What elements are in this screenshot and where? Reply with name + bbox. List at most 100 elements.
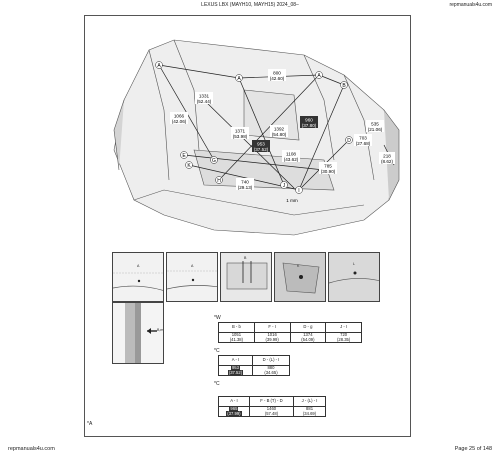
corner-mark: *A [87, 421, 93, 427]
detail-views: A A B K L [112, 252, 380, 302]
table-header: D - g [289, 322, 327, 333]
detail-tag: A [191, 264, 194, 268]
point-marker: G [210, 156, 218, 164]
table-cell: 1374(54.09) [289, 331, 327, 344]
detail-panel: A [112, 252, 164, 302]
svg-text:740: 740 [241, 180, 249, 185]
detail-panel: B [220, 252, 272, 302]
svg-text:535: 535 [371, 122, 379, 127]
table-header: J - I [325, 322, 362, 333]
table-marker: *W [214, 315, 221, 321]
svg-text:(29.13): (29.13) [238, 185, 253, 190]
svg-text:(37.52): (37.52) [254, 147, 269, 152]
dimension-label: 703(27.68) [354, 134, 372, 146]
footer-site: repmanuals4u.com [8, 446, 55, 452]
table-cell: 880(34.65) [251, 364, 291, 377]
svg-text:I: I [298, 188, 299, 194]
svg-text:1331: 1331 [199, 94, 210, 99]
svg-text:(27.68): (27.68) [356, 141, 371, 146]
svg-text:(53.98): (53.98) [233, 134, 248, 139]
page-header: LEXUS LBX (MAYH10, MAYH15) 2024_08– repm… [0, 0, 500, 10]
point-marker: A [235, 74, 243, 82]
svg-text:218: 218 [383, 154, 391, 159]
side-detail-tag: B,m [157, 328, 164, 332]
svg-text:703: 703 [359, 136, 367, 141]
svg-text:E: E [182, 153, 186, 159]
detail-panel: K [274, 252, 326, 302]
page-number: Page 25 of 148 [454, 446, 492, 452]
table-cell: 1016(39.99) [253, 331, 291, 344]
svg-text:A: A [237, 76, 241, 82]
table-cell: 1051(41.38) [218, 331, 255, 344]
table-cell: 881(34.69) [293, 405, 326, 418]
table-cell: 953(37.52) [218, 364, 253, 377]
svg-text:(54.80): (54.80) [272, 132, 287, 137]
point-marker: H [215, 176, 223, 184]
dimension-table: B - b F - I D - g J - I 1051(41.38) 1016… [218, 322, 362, 344]
dimension-label: 218(8.62) [379, 152, 395, 164]
table-header: D - (L) - I [251, 355, 291, 366]
svg-text:(30.90): (30.90) [321, 169, 336, 174]
dimension-label: 800(42.60) [268, 69, 286, 81]
svg-text:G: G [212, 158, 216, 164]
detail-panel: L [328, 252, 380, 302]
svg-text:1108: 1108 [286, 152, 296, 157]
dimension-label: 1108(43.62) [282, 150, 300, 162]
dimension-label: 785(30.90) [319, 162, 337, 174]
point-marker: J [280, 181, 288, 189]
svg-text:A: A [317, 73, 321, 79]
svg-text:(42.06): (42.06) [172, 119, 187, 124]
table-cell: 965(37.99) [218, 405, 250, 418]
side-detail-panel: B,m [112, 302, 164, 364]
figure-frame [84, 15, 411, 437]
svg-text:(8.62): (8.62) [381, 159, 393, 164]
body-dimension-diagram: A A A B C D E F G H I J K 800(42.60) 133… [113, 39, 400, 236]
svg-text:800: 800 [273, 71, 281, 76]
dimension-label: 1371(53.98) [231, 127, 249, 139]
svg-text:(37.80): (37.80) [302, 123, 317, 128]
svg-text:H: H [217, 178, 221, 184]
dimension-label: 1392(54.80) [270, 125, 288, 137]
svg-text:1066: 1066 [174, 114, 185, 119]
svg-text:1392: 1392 [274, 127, 285, 132]
table-header: F - I [253, 322, 291, 333]
detail-tag: A [137, 264, 140, 268]
svg-text:(43.62): (43.62) [284, 157, 299, 162]
svg-text:B: B [342, 83, 346, 89]
detail-tag: L [353, 262, 355, 266]
dimension-table: A - I F - B (T) - D J - (L) - I 965(37.9… [218, 396, 326, 418]
dimension-label: 535(21.06) [366, 120, 384, 132]
svg-text:(52.44): (52.44) [197, 99, 212, 104]
svg-text:960: 960 [305, 118, 313, 123]
point-marker: B [340, 81, 348, 89]
detail-panel: A [166, 252, 218, 302]
svg-text:J: J [283, 183, 286, 189]
table-header: B - b [218, 322, 255, 333]
dimension-label: 740(29.13) [236, 178, 254, 190]
svg-text:K: K [187, 163, 191, 169]
point-marker: K [185, 161, 193, 169]
dimension-label: 960(37.80) [300, 116, 318, 128]
table-cell: 1460(57.48) [248, 405, 295, 418]
header-site: repmanuals4u.com [449, 2, 492, 8]
svg-text:1371: 1371 [235, 129, 246, 134]
svg-text:953: 953 [257, 142, 265, 147]
svg-text:A: A [157, 63, 161, 69]
table-header: A - I [218, 396, 250, 407]
point-marker: A [315, 71, 323, 79]
table-header: A - I [218, 355, 253, 366]
dimension-label: 953(37.52) [252, 140, 270, 152]
svg-text:1 mm: 1 mm [286, 198, 298, 203]
table-marker: *C [214, 348, 220, 354]
detail-tag: B [244, 256, 247, 260]
point-marker: E [180, 151, 188, 159]
svg-text:D: D [347, 138, 351, 144]
table-header: F - B (T) - D [248, 396, 295, 407]
svg-text:(42.60): (42.60) [270, 76, 285, 81]
point-marker: A [155, 61, 163, 69]
table-header: J - (L) - I [293, 396, 326, 407]
table-cell: 720(28.35) [325, 331, 362, 344]
dimension-table: A - I D - (L) - I 953(37.52) 880(34.65) [218, 355, 291, 377]
point-marker: I [295, 186, 303, 194]
dimension-label: 1 mm [286, 198, 298, 203]
